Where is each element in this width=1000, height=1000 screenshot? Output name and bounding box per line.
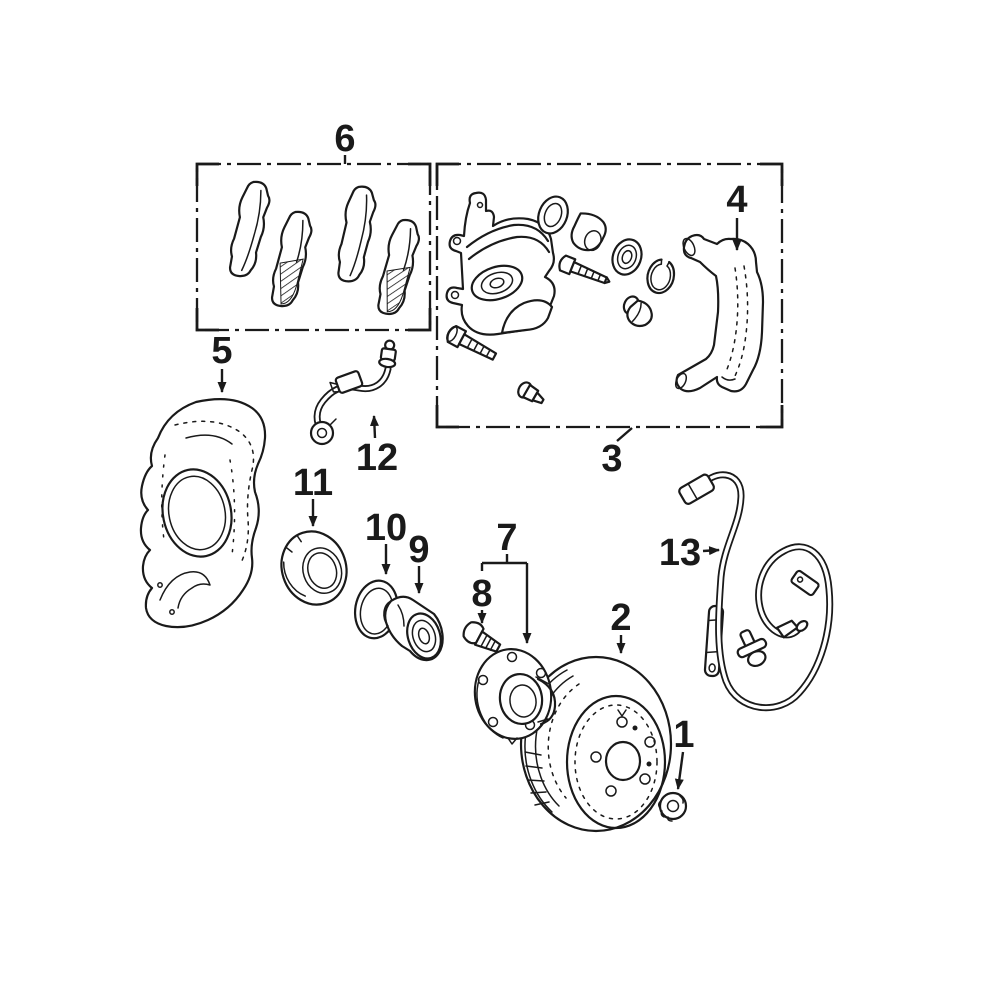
caliper-mount-bolt — [446, 324, 498, 361]
splash-shield — [139, 397, 267, 629]
piston-dust-seal — [611, 238, 643, 276]
callout-12-label: 12 — [356, 437, 398, 479]
callout-7: 7 — [480, 517, 532, 644]
caliper-body — [445, 191, 556, 336]
bleeder-screw — [517, 381, 545, 405]
callout-6: 6 — [334, 118, 356, 164]
callout-10-label: 10 — [365, 507, 407, 549]
bleeder-bushing — [622, 295, 653, 328]
callout-7-label: 7 — [496, 517, 517, 559]
hose-clip — [329, 370, 364, 394]
callout-10: 10 — [365, 507, 407, 575]
abs-sensor-head — [736, 629, 768, 667]
wheel-bearing — [383, 595, 444, 662]
caliper-box — [435, 162, 784, 429]
callout-11-label: 11 — [293, 462, 333, 504]
bearing-seal-ring — [280, 530, 348, 606]
caliper-piston — [570, 212, 607, 252]
callout-13: 13 — [659, 532, 720, 574]
brake-hose — [309, 339, 397, 446]
brake-pad-1 — [228, 180, 271, 278]
caliper-mounting-bracket — [674, 233, 765, 393]
callout-8: 8 — [471, 573, 493, 624]
brake-rotor — [519, 655, 673, 833]
callout-4-label: 4 — [726, 179, 747, 221]
axle-lock-nut — [657, 791, 688, 822]
abs-wire-clamp — [790, 569, 820, 597]
piston-snap-ring — [646, 258, 676, 295]
callout-6-label: 6 — [334, 118, 355, 160]
abs-connector — [678, 473, 715, 505]
piston-oring-seal — [537, 195, 569, 235]
callout-1: 1 — [673, 714, 695, 790]
hub-stud-bolt — [462, 621, 502, 653]
brake-pads-box — [195, 162, 432, 332]
callout-11: 11 — [293, 462, 333, 527]
hose-fitting — [378, 339, 397, 369]
brake-pad-2 — [270, 210, 313, 308]
hose-banjo-end — [309, 418, 337, 446]
callout-9-label: 9 — [408, 529, 429, 571]
callout-9: 9 — [408, 529, 430, 594]
callout-1-label: 1 — [673, 714, 694, 756]
callout-13-label: 13 — [659, 532, 701, 574]
wheel-hub — [473, 648, 557, 745]
callout-2: 2 — [610, 597, 632, 654]
callout-4: 4 — [726, 179, 748, 251]
callout-2-label: 2 — [610, 597, 631, 639]
callout-5: 5 — [211, 330, 233, 393]
brake-pad-3 — [337, 185, 377, 283]
callout-12: 12 — [356, 415, 398, 479]
callout-8-label: 8 — [471, 573, 492, 615]
callout-3-label: 3 — [601, 438, 622, 480]
abs-sensor-wire — [678, 471, 834, 712]
callout-5-label: 5 — [211, 330, 232, 372]
callout-3: 3 — [601, 427, 633, 480]
guide-pin-bolt — [558, 254, 611, 285]
brake-pad-4 — [377, 218, 421, 316]
